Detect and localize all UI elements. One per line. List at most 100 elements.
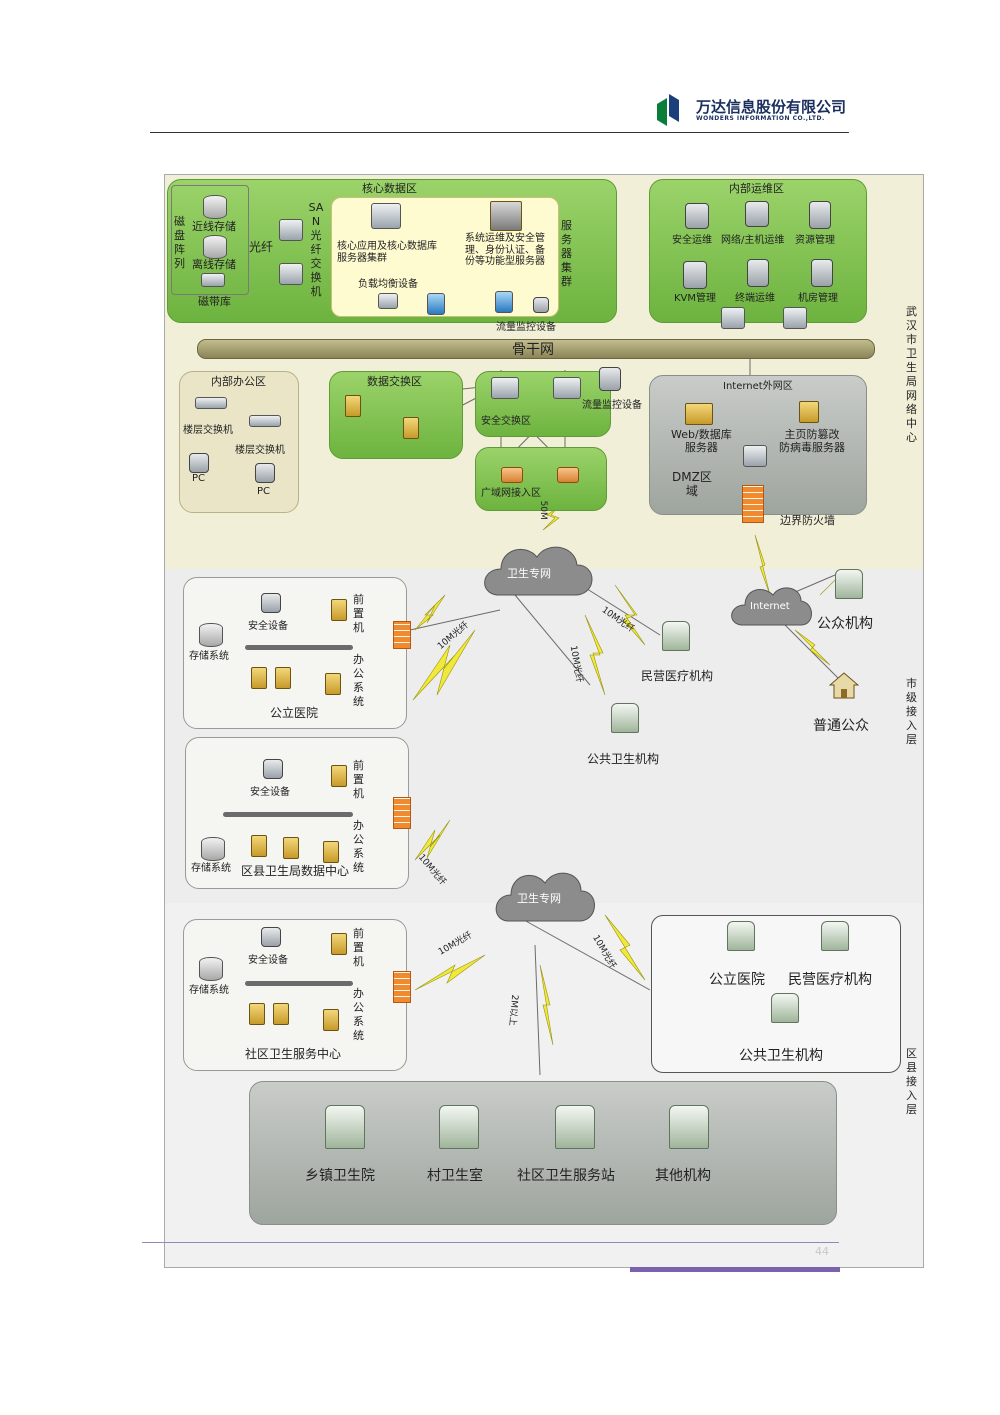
internet-zone-title: Internet外网区 xyxy=(723,381,793,392)
community-storage-label: 存储系统 xyxy=(189,985,229,996)
community-bus xyxy=(245,981,353,986)
private-med-icon xyxy=(662,621,690,651)
community-name: 社区卫生服务中心 xyxy=(245,1047,342,1061)
community-frontend-label: 前置机 xyxy=(353,927,364,968)
offline-storage-label: 离线存储 xyxy=(192,258,236,271)
district-storage-label: 存储系统 xyxy=(191,863,231,874)
private-med-label: 民营医疗机构 xyxy=(641,669,714,683)
security-switch-icon-2 xyxy=(553,377,581,399)
right-private-label: 民营医疗机构 xyxy=(788,972,872,988)
community-box xyxy=(183,919,407,1071)
office-zone-title: 内部办公区 xyxy=(211,375,266,388)
wan-zone-title: 广域网接入区 xyxy=(481,488,541,499)
district-layer-label: 区县接入层 xyxy=(906,1047,917,1116)
community-server-icon-1 xyxy=(249,1003,265,1025)
app-servers-label: 核心应用及核心数据库 服务器集群 xyxy=(337,241,437,264)
ops-servers-label: 系统运维及安全管 理、身份认证、备 份等功能型服务器 xyxy=(465,233,545,267)
ops-switch-icon-2 xyxy=(783,307,807,329)
web-db-label: Web/数据库 服务器 xyxy=(671,428,732,454)
traffic-monitor-label: 流量监控设备 xyxy=(496,322,556,333)
public-health-label: 公共卫生机构 xyxy=(587,752,660,766)
public-org-label: 公众机构 xyxy=(817,616,873,632)
township-hospital-icon xyxy=(325,1105,365,1149)
community-station-label: 社区卫生服务站 xyxy=(517,1168,615,1184)
hospital-office-label: 办公系统 xyxy=(353,653,364,708)
ops-terminal-icon xyxy=(747,259,769,287)
floor-switch-label-2: 楼层交换机 xyxy=(235,445,285,456)
other-org-label: 其他机构 xyxy=(655,1168,711,1184)
security-traffic-label: 流量监控设备 xyxy=(582,400,642,411)
pc-label-1: PC xyxy=(192,473,206,484)
core-zone-title: 核心数据区 xyxy=(362,182,417,195)
district-private-cloud xyxy=(495,872,595,922)
border-firewall-icon xyxy=(742,485,764,523)
pc-icon-2 xyxy=(255,463,275,483)
diagram: 核心数据区 磁盘阵列 近线存储 离线存储 磁带库 光纤 SAN光纤交换机 核心应… xyxy=(164,174,924,1268)
san-switch-icon-1 xyxy=(279,219,303,241)
hospital-server-icon-1 xyxy=(251,667,267,689)
ops-room-icon xyxy=(811,259,833,287)
dmz-label: DMZ区 域 xyxy=(672,470,712,498)
san-switch-icon-2 xyxy=(279,263,303,285)
hospital-storage-label: 存储系统 xyxy=(189,651,229,662)
district-office-label: 办公系统 xyxy=(353,819,364,874)
right-hospital-label: 公立医院 xyxy=(709,972,765,988)
backbone-bar xyxy=(197,339,875,359)
security-monitor-icon xyxy=(599,367,621,391)
district-frontend-label: 前置机 xyxy=(353,759,364,800)
traffic-monitor-icon xyxy=(533,297,549,313)
district-server-icon-1 xyxy=(251,835,267,857)
company-logo-icon xyxy=(657,94,679,126)
grassroots-box xyxy=(249,1081,837,1225)
ops-item-network: 网络/主机运维 xyxy=(721,235,785,246)
district-frontend-icon xyxy=(331,765,347,787)
city-cloud-label: 卫生专网 xyxy=(507,567,551,580)
hospital-server-icon-3 xyxy=(325,673,341,695)
ops-item-room: 机房管理 xyxy=(798,293,838,304)
public-health-icon xyxy=(611,703,639,733)
township-hospital-label: 乡镇卫生院 xyxy=(305,1168,375,1184)
pc-icon-1 xyxy=(189,453,209,473)
internet-cloud-label: Internet xyxy=(750,601,790,612)
district-security-label: 安全设备 xyxy=(250,787,290,798)
office-zone xyxy=(179,371,299,513)
district-server-icon-2 xyxy=(283,837,299,859)
hospital-server-icon-2 xyxy=(275,667,291,689)
community-storage-icon xyxy=(199,957,223,981)
internet-cloud xyxy=(731,587,812,626)
company-name-cn: 万达信息股份有限公司 xyxy=(696,98,847,116)
san-switch-label: SAN光纤交换机 xyxy=(308,201,324,298)
district-security-icon xyxy=(263,759,283,779)
exchange-server-icon-2 xyxy=(403,417,419,439)
public-house-icon xyxy=(828,671,860,699)
header: 万达信息股份有限公司 WONDERS INFORMATION CO.,LTD. xyxy=(150,90,850,134)
right-private-icon xyxy=(821,921,849,951)
offline-storage-icon xyxy=(203,235,227,259)
backbone-label: 骨干网 xyxy=(512,342,554,358)
footer-rule xyxy=(142,1242,839,1243)
disk-array-label: 磁盘阵列 xyxy=(174,215,185,270)
public-label: 普通公众 xyxy=(813,718,869,734)
page-number: 44 xyxy=(815,1245,829,1258)
district-center-name: 区县卫生局数据中心 xyxy=(241,864,350,878)
district-storage-icon xyxy=(201,837,225,861)
near-storage-label: 近线存储 xyxy=(192,220,236,233)
village-clinic-label: 村卫生室 xyxy=(427,1168,483,1184)
wan-router-icon-1 xyxy=(501,467,523,483)
web-db-server-icon xyxy=(685,403,713,425)
core-switch-icon-1 xyxy=(427,293,445,315)
company-name-en: WONDERS INFORMATION CO.,LTD. xyxy=(696,115,825,122)
wan-zone xyxy=(475,447,607,511)
security-zone-title: 安全交换区 xyxy=(481,416,531,427)
header-rule xyxy=(150,132,849,133)
floor-switch-icon-2 xyxy=(249,415,281,427)
server-cluster-label: 服务器集群 xyxy=(561,219,572,288)
floor-switch-label-1: 楼层交换机 xyxy=(183,425,233,436)
fiber-label: 光纤 xyxy=(249,240,274,254)
community-server-icon-3 xyxy=(323,1009,339,1031)
core-switch-icon-2 xyxy=(495,291,513,313)
other-org-icon xyxy=(669,1105,709,1149)
load-balancer-icon xyxy=(378,293,398,309)
right-public-health-label: 公共卫生机构 xyxy=(739,1048,823,1064)
hospital-storage-icon xyxy=(199,623,223,647)
